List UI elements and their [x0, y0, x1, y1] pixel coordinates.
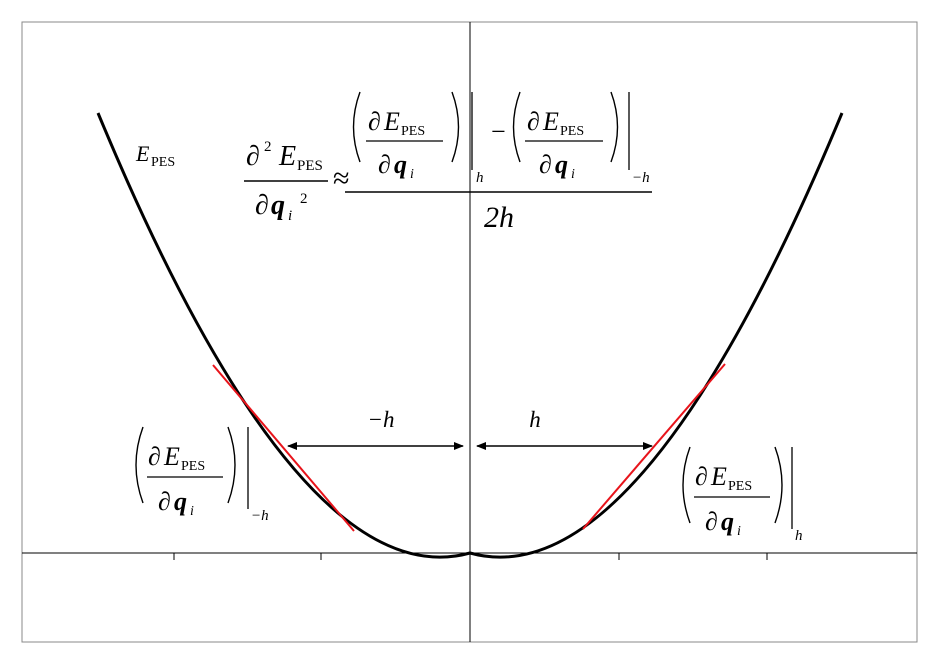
svg-text:2h: 2h [484, 201, 514, 234]
tangent-line-left [212, 364, 355, 532]
svg-text:−h: −h [632, 170, 650, 186]
curve-label: E PES [135, 141, 175, 170]
svg-text:PES: PES [181, 459, 205, 474]
svg-text:E: E [135, 141, 150, 166]
svg-text:i: i [571, 167, 575, 182]
svg-text:∂: ∂ [158, 487, 171, 516]
svg-text:∂: ∂ [378, 150, 391, 179]
svg-text:−: − [491, 117, 506, 146]
svg-text:∂: ∂ [705, 507, 718, 536]
tangent-line-right [582, 363, 726, 530]
svg-text:∂: ∂ [255, 190, 269, 221]
label-minus-h: −h [367, 407, 394, 432]
svg-text:E: E [710, 462, 727, 491]
svg-text:E: E [163, 442, 180, 471]
svg-text:PES: PES [560, 124, 584, 139]
svg-text:PES: PES [401, 124, 425, 139]
svg-text:∂: ∂ [148, 442, 161, 471]
second-derivative-formula: ∂ 2 E PES ∂ q i 2 ≈ ∂ E PES ∂ q i h − ∂ … [244, 91, 652, 234]
svg-text:i: i [737, 524, 741, 539]
svg-text:−h: −h [251, 508, 269, 524]
svg-text:∂: ∂ [695, 462, 708, 491]
derivative-label-left: ∂ E PES ∂ q i −h [135, 426, 269, 524]
derivative-label-right: ∂ E PES ∂ q i h [682, 446, 803, 544]
svg-text:≈: ≈ [333, 162, 349, 195]
svg-text:h: h [476, 170, 484, 186]
svg-text:q: q [271, 190, 285, 221]
svg-text:2: 2 [264, 139, 272, 155]
svg-text:E: E [383, 107, 400, 136]
svg-text:2: 2 [300, 191, 308, 207]
svg-text:E: E [542, 107, 559, 136]
svg-text:q: q [721, 507, 734, 536]
svg-text:q: q [555, 150, 568, 179]
svg-text:∂: ∂ [368, 107, 381, 136]
svg-text:q: q [394, 150, 407, 179]
svg-text:PES: PES [151, 155, 175, 170]
svg-text:PES: PES [297, 158, 323, 174]
label-plus-h: h [529, 407, 541, 432]
svg-text:i: i [410, 167, 414, 182]
svg-text:i: i [288, 208, 292, 224]
x-axis-ticks [173, 553, 768, 560]
svg-text:∂: ∂ [527, 107, 540, 136]
svg-text:i: i [190, 504, 194, 519]
svg-text:∂: ∂ [539, 150, 552, 179]
svg-text:PES: PES [728, 479, 752, 494]
svg-text:E: E [278, 141, 296, 172]
svg-text:h: h [795, 528, 803, 544]
svg-text:∂: ∂ [246, 141, 260, 172]
pes-curve [96, 112, 844, 559]
svg-text:q: q [174, 487, 187, 516]
